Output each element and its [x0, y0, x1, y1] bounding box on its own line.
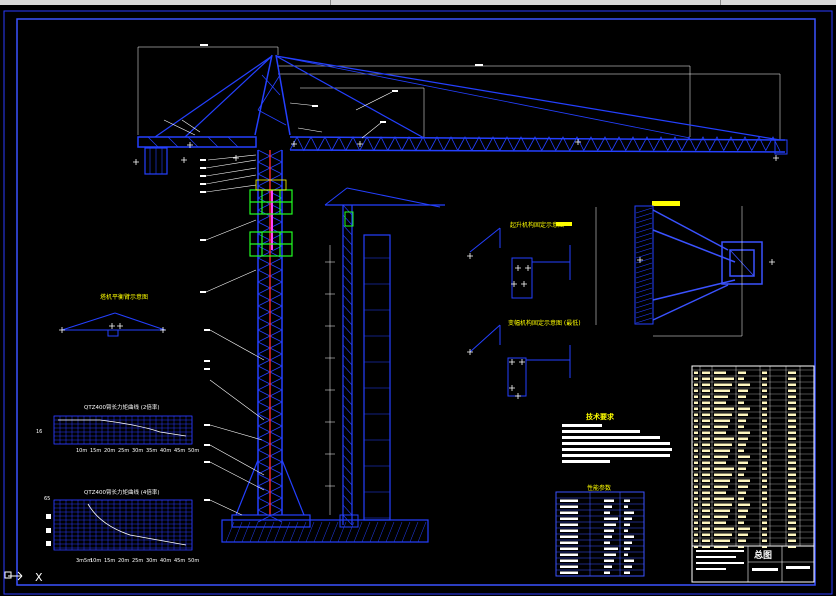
- detail-title-2: 变幅机构固定示意图 (最低): [508, 319, 581, 327]
- strip-divider: [330, 0, 331, 5]
- performance-table: 性能参数: [555, 484, 645, 577]
- title-block: 总图: [691, 545, 815, 583]
- parts-list: [691, 365, 815, 548]
- window-top-strip: [0, 0, 836, 5]
- drawing-title: 总图: [754, 549, 772, 561]
- ucs-axis-x-label: X: [35, 571, 43, 584]
- x-tick-label: 20m: [104, 448, 115, 454]
- detail-title-1: 起升机构固定示意图: [510, 221, 564, 229]
- x-tick-label: 35m: [146, 448, 157, 454]
- chart2-title: QTZ400臂长力矩曲线 (4倍率): [84, 488, 160, 496]
- x-tick-label: 15m: [104, 558, 115, 564]
- chart1-title: QTZ400臂长力矩曲线 (2倍率): [84, 403, 160, 411]
- x-tick-label: 45m: [174, 448, 185, 454]
- technical-requirements: 技术要求: [562, 412, 672, 463]
- chart2-y-tick: 65: [44, 496, 50, 502]
- x-tick-label: 15m: [90, 448, 101, 454]
- tech-req-title: 技术要求: [586, 412, 615, 421]
- building: [363, 234, 391, 521]
- point-markers: [59, 139, 779, 399]
- leader-tags: [200, 90, 398, 501]
- x-tick-label: 25m: [132, 558, 143, 564]
- climbing-frame: [249, 179, 293, 257]
- x-tick-label: 50m: [188, 448, 199, 454]
- x-tick-label: 40m: [160, 558, 171, 564]
- main-tower-crane: [137, 44, 788, 543]
- anchorage-detail: [595, 201, 763, 337]
- elevation-view: [324, 187, 445, 528]
- strip-divider: [720, 0, 721, 5]
- detail-title: 塔机平衡臂示意图: [100, 293, 148, 301]
- x-tick-label: 30m: [146, 558, 157, 564]
- x-tick-label: 3m5m: [76, 558, 92, 564]
- drawing-frame: [16, 18, 816, 586]
- leader-lines: [163, 91, 393, 516]
- x-tick-label: 30m: [132, 448, 143, 454]
- hoist-detail: 起升机构固定示意图: [469, 221, 572, 299]
- x-tick-label: 40m: [160, 448, 171, 454]
- param-table-title: 性能参数: [587, 484, 611, 492]
- foundation: [221, 519, 429, 543]
- x-tick-label: 50m: [188, 558, 199, 564]
- x-tick-label: 45m: [174, 558, 185, 564]
- outer-border: [3, 10, 833, 595]
- chart1-y-tick: 16: [36, 429, 42, 435]
- chart1-curve: [58, 419, 187, 437]
- counter-jib-detail: 塔机平衡臂示意图: [61, 293, 166, 337]
- chart2-curve: [87, 503, 187, 546]
- x-tick-label: 20m: [118, 558, 129, 564]
- x-tick-label: 10m: [76, 448, 87, 454]
- x-tick-label: 10m: [90, 558, 101, 564]
- ucs-icon: [4, 571, 23, 581]
- luffing-detail: 变幅机构固定示意图 (最低): [469, 319, 581, 397]
- x-tick-label: 25m: [118, 448, 129, 454]
